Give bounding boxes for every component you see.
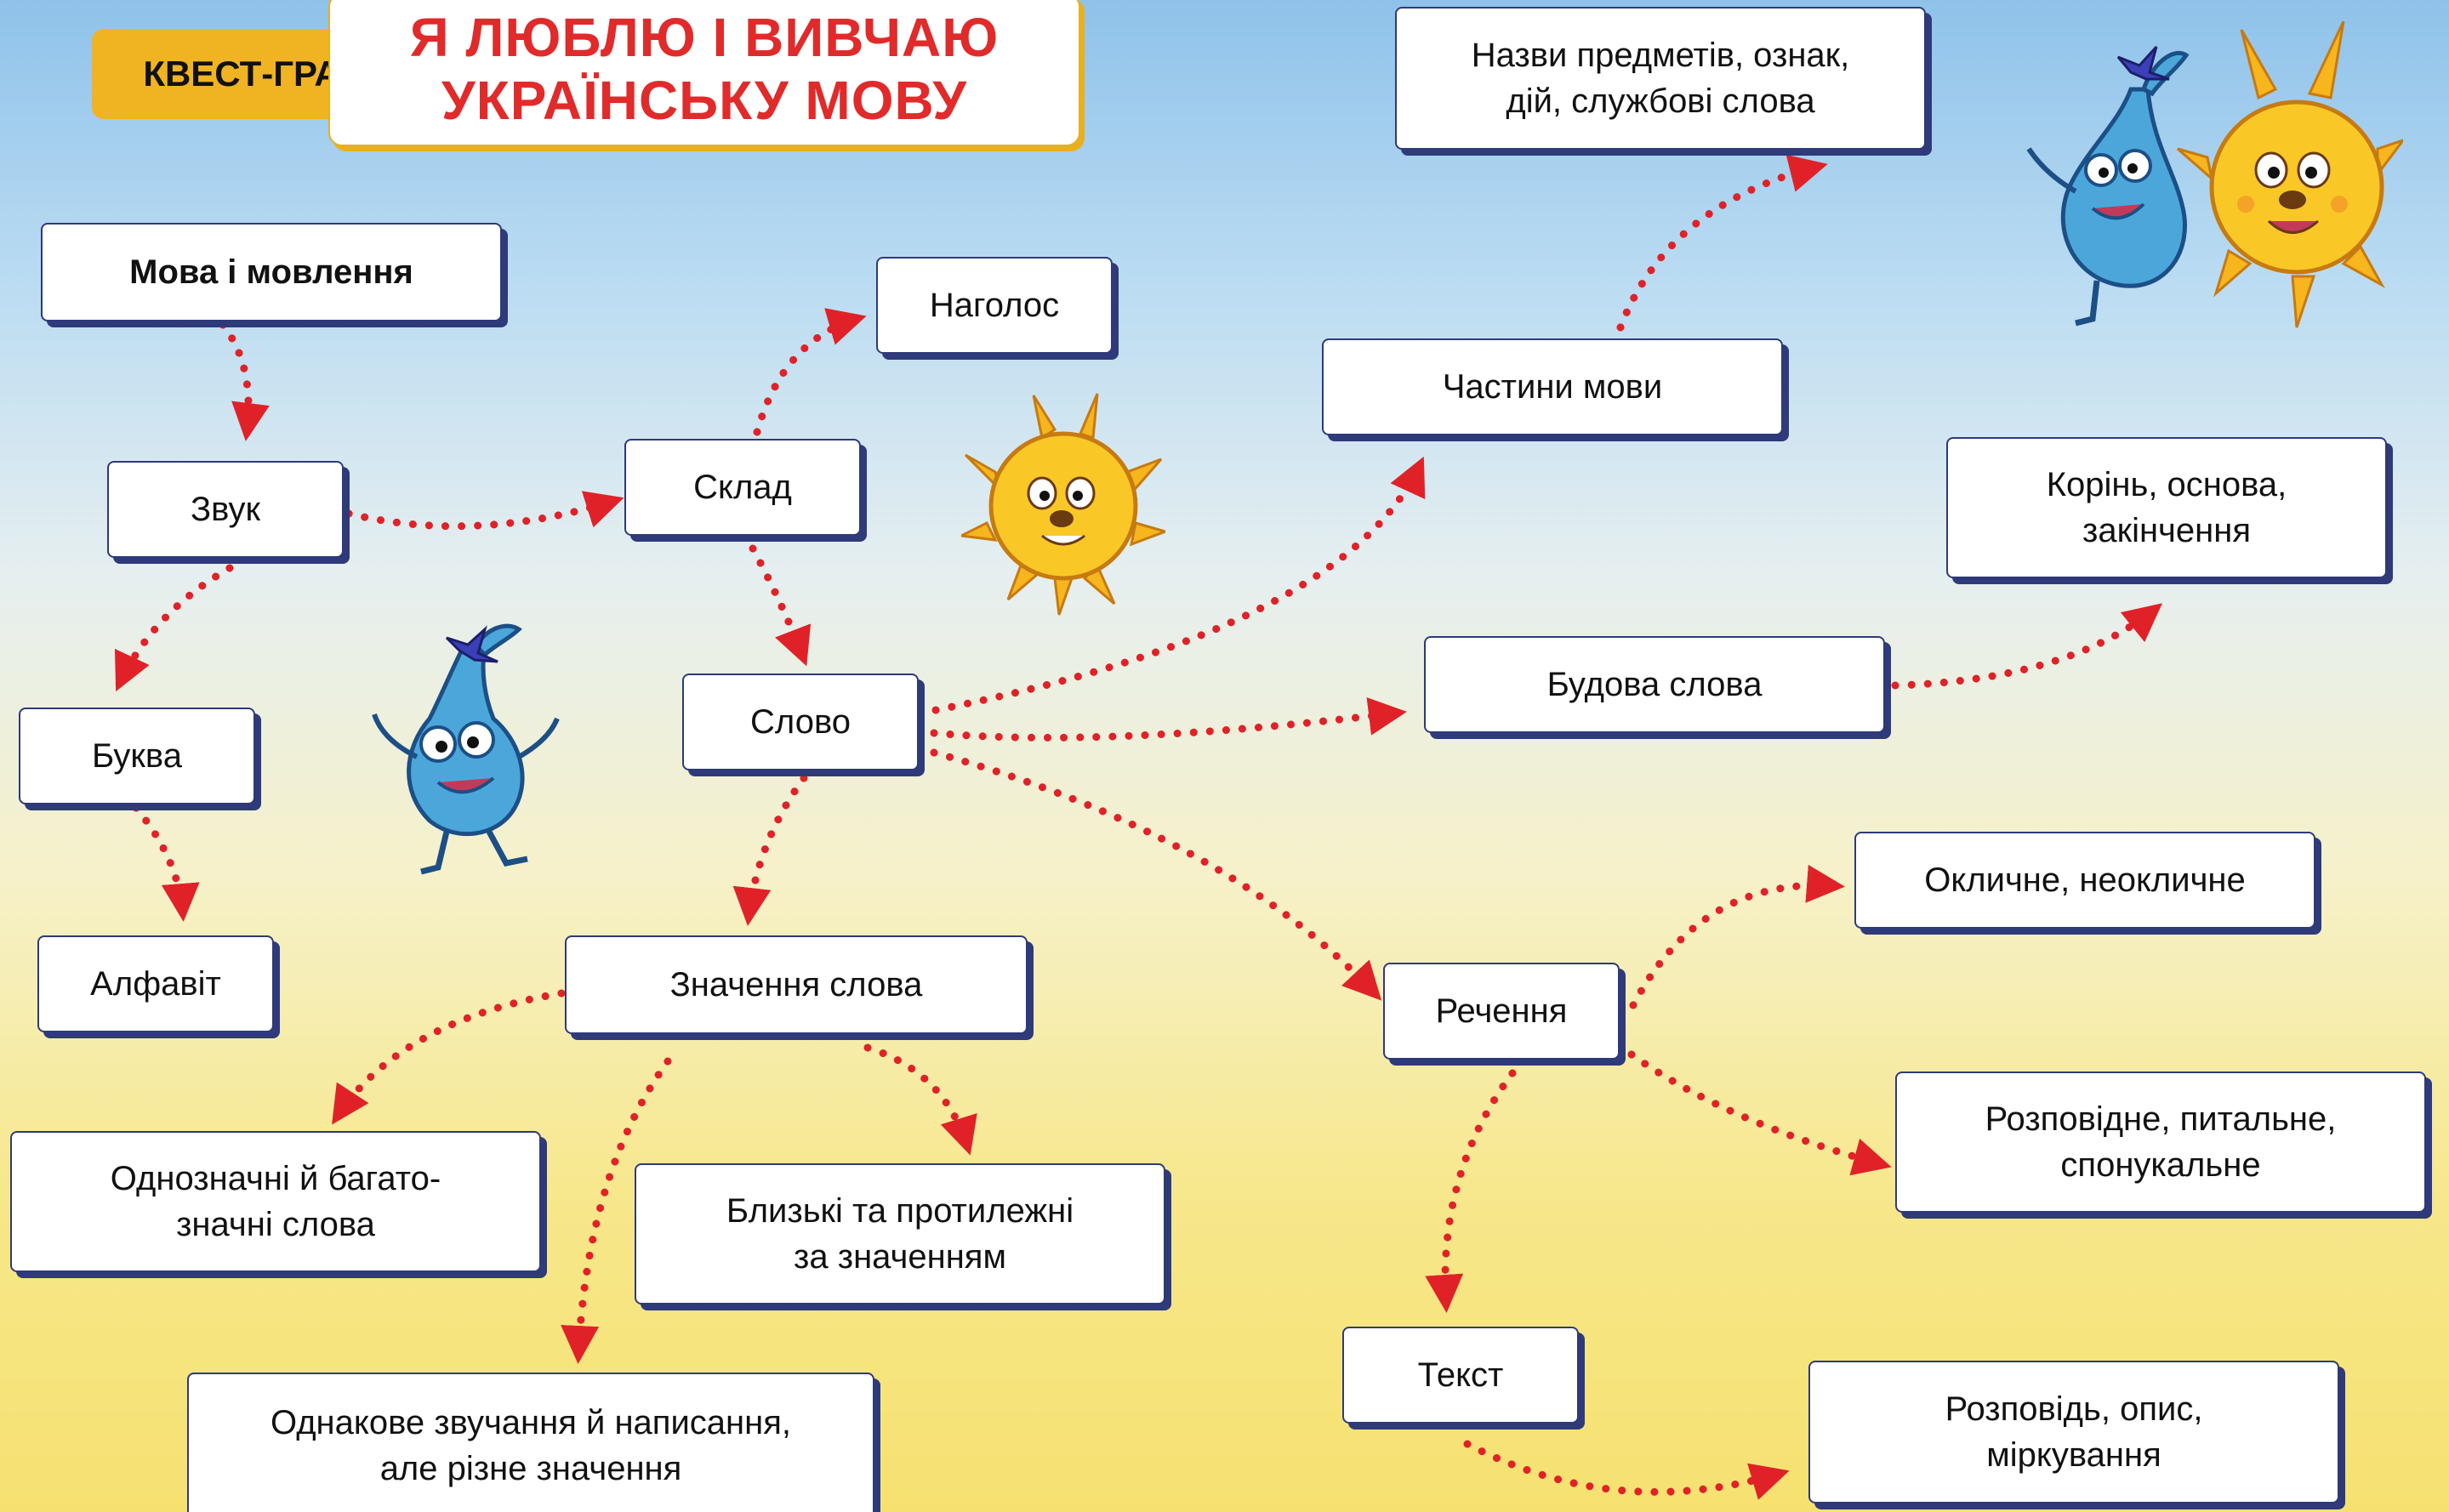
- node-sound: Звук: [107, 461, 344, 558]
- arrow-sklad-nagolos: [753, 308, 867, 436]
- node-homonyms: Однакове звучання й написання, але різне…: [187, 1373, 874, 1512]
- arrow-rechennia-tekst: [1425, 1069, 1517, 1313]
- arrow-slovo-chastyny: [931, 456, 1426, 714]
- node-language-and-speech: Мова і мовлення: [41, 223, 502, 321]
- arrow-bukva-alfavit: [132, 804, 200, 922]
- node-stress: Наголос: [876, 257, 1113, 354]
- arrow-mova-zvuk: [219, 321, 270, 441]
- arrow-slovo-znachennia: [732, 774, 808, 926]
- node-parts-of-speech-detail: Назви предметів, ознак, дій, службові сл…: [1395, 7, 1926, 150]
- arrow-znachennia-odnoznachni: [332, 989, 566, 1125]
- node-root-stem-ending: Корінь, основа, закінчення: [1946, 437, 2387, 578]
- sun-mascot: [961, 393, 1165, 616]
- arrow-znachennia-blyzki: [863, 1043, 977, 1156]
- arrow-sklad-slovo: [749, 544, 812, 667]
- node-single-multi-meaning: Однозначні й багато- значні слова: [10, 1131, 541, 1272]
- arrow-chastyny-nazvy: [1616, 154, 1828, 332]
- node-text: Текст: [1342, 1327, 1579, 1424]
- node-word: Слово: [682, 674, 919, 770]
- arrow-zvuk-bukva: [114, 564, 234, 692]
- arrow-rechennia-rozpovidne: [1627, 1050, 1892, 1176]
- friends-mascot: [2026, 21, 2403, 328]
- node-synonyms-antonyms: Близькі та протилежні за значенням: [635, 1163, 1165, 1305]
- node-sentence: Речення: [1383, 963, 1620, 1060]
- node-exclamatory: Окличне, неокличне: [1854, 832, 2315, 929]
- node-word-structure: Будова слова: [1424, 636, 1885, 733]
- node-sentence-purpose: Розповідне, питальне, спонукальне: [1895, 1071, 2426, 1213]
- node-text-types: Розповідь, опис, міркування: [1808, 1361, 2339, 1503]
- node-syllable: Склад: [624, 439, 861, 536]
- title-line-1: Я ЛЮБЛЮ І ВИВЧАЮ: [409, 7, 1000, 69]
- node-letter: Буква: [19, 708, 255, 804]
- arrow-budova-korin: [1891, 603, 2162, 690]
- arrow-slovo-rechennia: [930, 748, 1382, 1001]
- arrow-znachennia-odnakove: [561, 1057, 672, 1364]
- page-title: Я ЛЮБЛЮ І ВИВЧАЮ УКРАЇНСЬКУ МОВУ: [328, 0, 1080, 146]
- node-alphabet: Алфавіт: [37, 935, 274, 1032]
- node-word-meaning: Значення слова: [565, 935, 1028, 1034]
- arrow-tekst-rozpovid: [1463, 1440, 1790, 1500]
- arrow-zvuk-sklad: [345, 491, 624, 531]
- title-line-2: УКРАЇНСЬКУ МОВУ: [441, 70, 968, 131]
- node-parts-of-speech: Частини мови: [1322, 338, 1783, 435]
- arrow-rechennia-oklychne: [1629, 864, 1845, 1009]
- arrow-slovo-budova: [930, 697, 1407, 742]
- water-drop-mascot: [372, 623, 560, 875]
